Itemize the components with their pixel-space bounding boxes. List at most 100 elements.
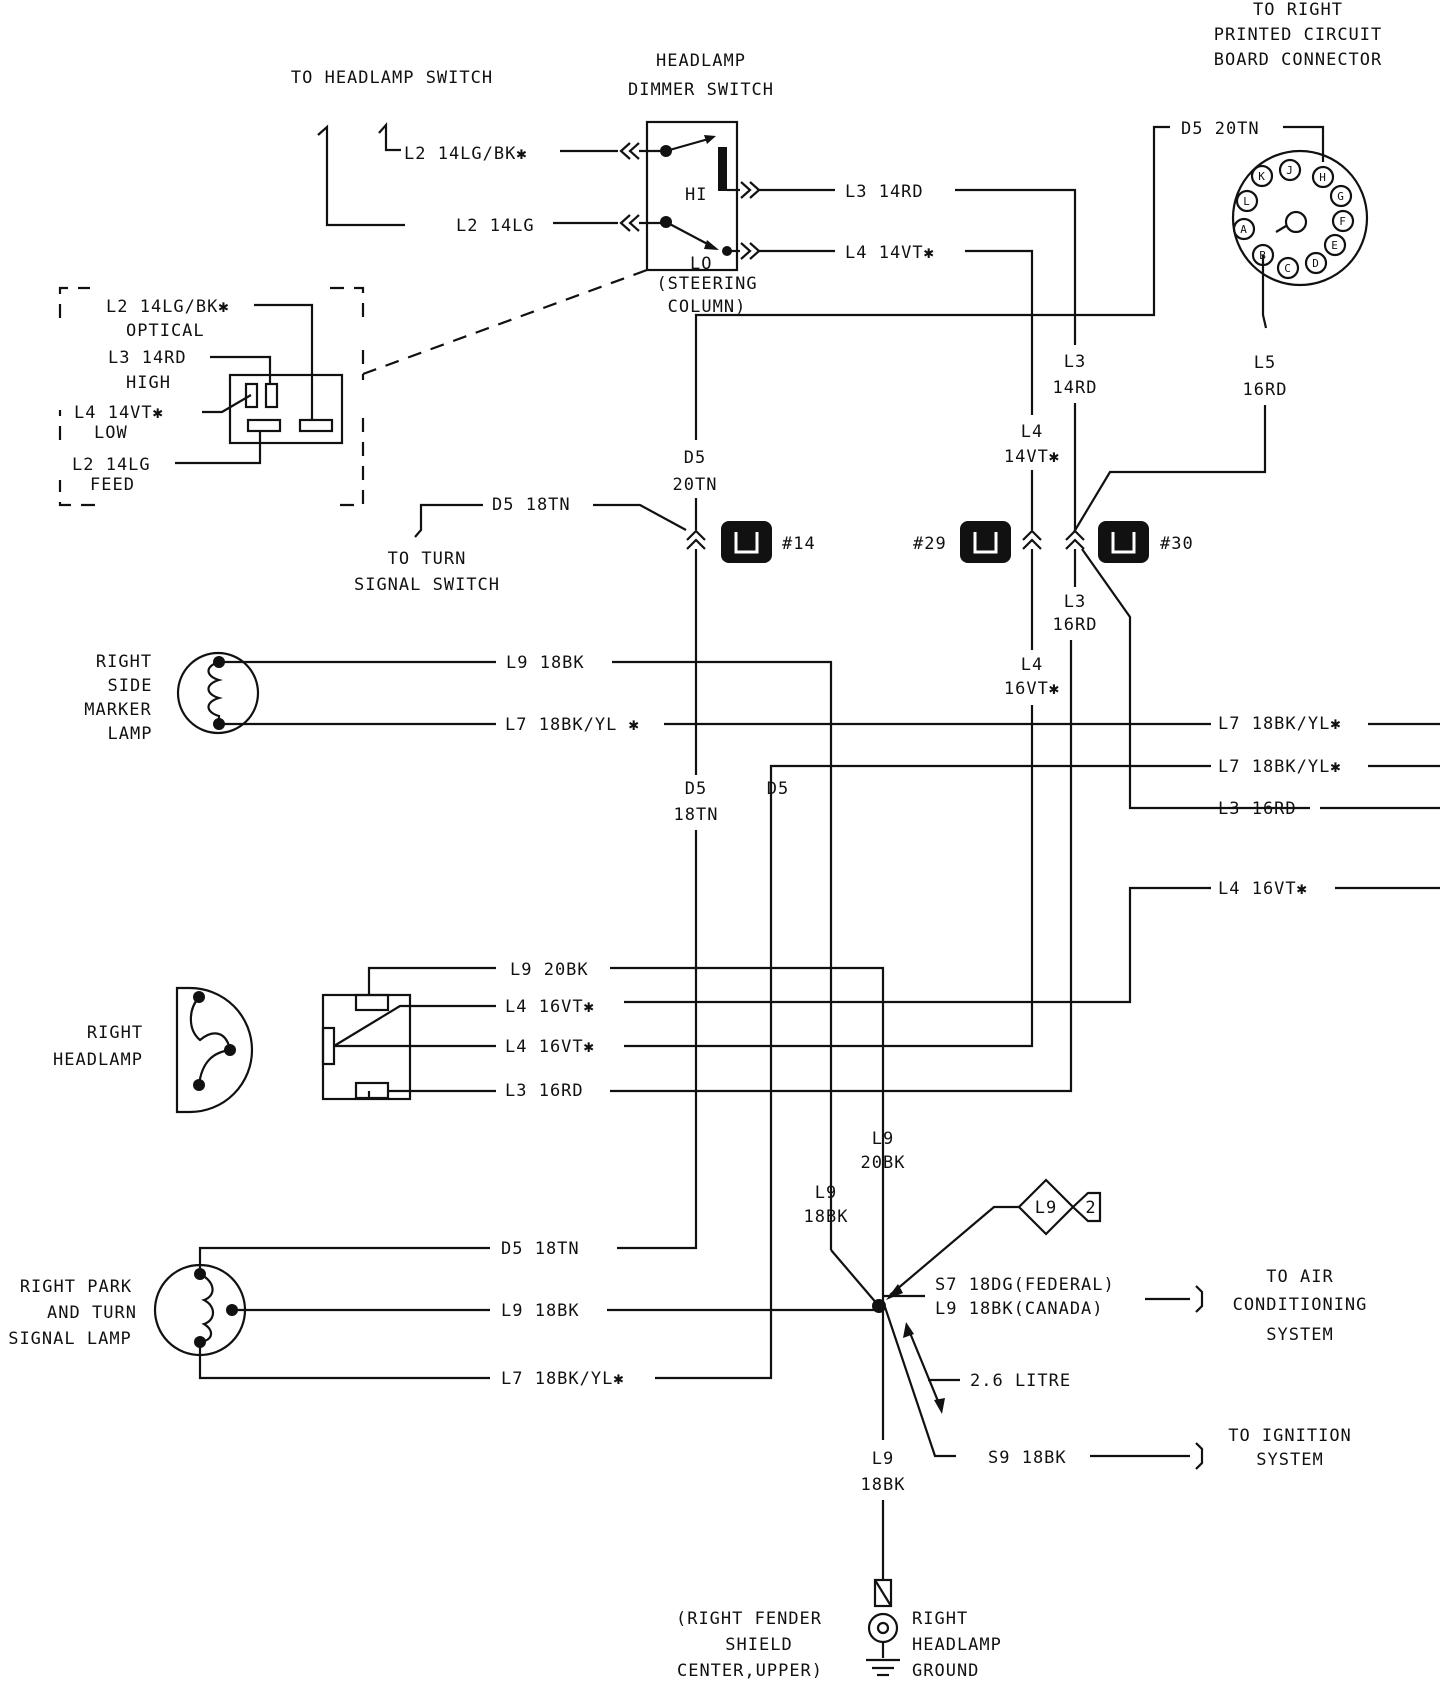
wire-label-l9-18bk-b: L9 18BK [501,1301,580,1321]
inset-l2bk: L2 14LG/BK✱ [106,297,230,317]
pcb-pin-k [1250,164,1274,188]
marker-label-3: MARKER [84,700,151,720]
right-headlamp: RIGHT HEADLAMP L9 20BK L4 16VT✱ L4 16VT✱… [53,640,1073,1114]
wire-label-s7: S7 18DG(FEDERAL) [935,1275,1115,1295]
wire-label-l4-v1: L4 [1021,422,1043,442]
wire-label-l4-r: L4 16VT✱ [1218,879,1308,899]
dimmer-outputs: L3 14RD L4 14VT✱ [727,181,1077,415]
headlamp-label-2: HEADLAMP [53,1050,143,1070]
pcb-pin-f [1331,209,1355,233]
pcb-pin-label-j: J [1286,164,1294,177]
pcb-pin-d [1304,251,1328,275]
wire-label-l4-16vt-b: L4 16VT✱ [505,1037,595,1057]
right-headlamp-ground: (RIGHT FENDER SHIELD CENTER,UPPER) RIGHT… [676,1578,1002,1681]
wire-label-d5b-v1-main: D5 [685,779,707,799]
wire-label-l9-gnd-1: L9 [872,1449,894,1469]
turn-signal-switch-wiring: D5 18TN TO TURN SIGNAL SWITCH [354,495,687,595]
headlamp-label-1: RIGHT [87,1023,143,1043]
wire-label-d5-18tn-b: D5 18TN [501,1239,580,1259]
inline-connector-29: #29 [913,521,1042,563]
wire-label-l3b-v1: L3 [1064,592,1086,612]
wire-label-l3-v1: L3 [1064,352,1086,372]
ground-splice: L9 2 S7 18DG(FEDERAL) L9 18BK(CANADA) TO… [829,1108,1366,1580]
wire-label-l7-r1: L7 18BK/YL✱ [1218,714,1342,734]
splice-id-num: 2 [1085,1198,1096,1218]
splice-id-diamond [1017,1178,1075,1236]
wire-label-l4b-v2: 16VT✱ [1004,679,1060,699]
wire-label-d5b-v2: 18TN [674,805,719,825]
headlamp-dimmer-connector-inset: L2 14LG/BK✱ OPTICAL L3 14RD HIGH L4 14VT… [58,268,648,507]
wire-label-l5-v2: 16RD [1243,380,1288,400]
wire-label-l5-v1: L5 [1254,353,1276,373]
pcb-label-2: PRINTED CIRCUIT [1214,25,1383,45]
wire-label-l7-r2: L7 18BK/YL✱ [1218,757,1342,777]
wire-label-l3-14rd: L3 14RD [845,182,924,202]
ground-name-3: GROUND [912,1661,979,1681]
headlamp-dimmer-switch: HEADLAMP DIMMER SWITCH HI LO (STEERING C… [628,51,774,317]
marker-label-2: SIDE [108,676,153,696]
inset-leader [362,268,648,376]
pcb-pin-l [1235,189,1259,213]
pcb-pin-a [1232,217,1256,241]
ignition-label-1: TO IGNITION [1228,1426,1352,1446]
pcb-pin-label-g: G [1337,190,1345,203]
wire-label-l2-14lg: L2 14LG [456,216,535,236]
dimmer-hi-label: HI [685,185,707,205]
pcb-pin-label-d: D [1312,257,1320,270]
inset-optical: OPTICAL [126,321,205,341]
inset-l2: L2 14LG [72,455,151,475]
wire-label-l7-18bkyl: L7 18BK/YL ✱ [505,715,640,735]
ground-eyelet [867,1612,899,1644]
wire-label-l3b-v2: 16RD [1053,615,1098,635]
wire-label-s9: S9 18BK [988,1448,1067,1468]
wire-label-l9-v18-2: 18BK [804,1207,849,1227]
inline-connector-30: #30 [1065,521,1193,563]
right-park-turn-signal-lamp: RIGHT PARK AND TURN SIGNAL LAMP D5 18TN … [8,1239,878,1389]
d5-20tn-wire: D5 20TN D5 20TN [673,119,1325,495]
connector-29-icon [960,521,1011,563]
inset-feed: FEED [90,475,135,495]
ignition-label-2: SYSTEM [1256,1450,1323,1470]
turn-switch-label-2: SIGNAL SWITCH [354,575,500,595]
wire-label-l9-gnd-2: 18BK [861,1475,906,1495]
pcb-pin-j [1278,158,1302,182]
dimmer-title-2: DIMMER SWITCH [628,80,774,100]
pcb-label-3: BOARD CONNECTOR [1214,50,1383,70]
splice-point [872,1299,886,1313]
inset-connector-body [228,373,344,445]
ground-location-1: (RIGHT FENDER [676,1609,822,1629]
headlamp-switch-wiring: TO HEADLAMP SWITCH L2 14LG/BK✱ L2 14LG [291,68,666,236]
connector-14-label: #14 [782,534,816,554]
dimmer-hi-bar [718,147,727,191]
park-label-1: RIGHT PARK [20,1277,132,1297]
dimmer-lo-label: LO [690,254,712,274]
pcb-pin-label-e: E [1331,239,1339,252]
wire-label-l9-20bk: L9 20BK [510,960,589,980]
dimmer-location-2: COLUMN) [668,297,747,317]
wire-label-d5-v2: 20TN [673,475,718,495]
park-label-2: AND TURN [47,1303,137,1323]
pcb-label-1: TO RIGHT [1253,0,1343,20]
wire-label-d5-v1: D5 [684,448,706,468]
ground-location-3: CENTER,UPPER) [677,1661,823,1681]
dimmer-switch-box [645,120,739,272]
wire-label-l9-18bk: L9 18BK [506,653,585,673]
air-label-1: TO AIR [1266,1267,1333,1287]
connector-29-label: #29 [913,534,947,554]
ground-location-2: SHIELD [725,1635,792,1655]
ground-name-2: HEADLAMP [912,1635,1002,1655]
splice-id-label: L9 [1035,1198,1057,1218]
wire-label-l4b-v1: L4 [1021,655,1043,675]
wire-label-l2-14lgbk: L2 14LG/BK✱ [404,144,528,164]
printed-circuit-board-connector: TO RIGHT PRINTED CIRCUIT BOARD CONNECTOR… [1073,0,1383,533]
pcb-pin-h [1311,165,1335,189]
dimmer-title-1: HEADLAMP [656,51,746,71]
marker-label-1: RIGHT [96,652,152,672]
inset-high: HIGH [126,373,171,393]
wire-label-l4-14vt: L4 14VT✱ [845,243,935,263]
inset-l3: L3 14RD [108,348,187,368]
inset-l4: L4 14VT✱ [74,403,164,423]
connector-30-icon [1098,521,1149,563]
